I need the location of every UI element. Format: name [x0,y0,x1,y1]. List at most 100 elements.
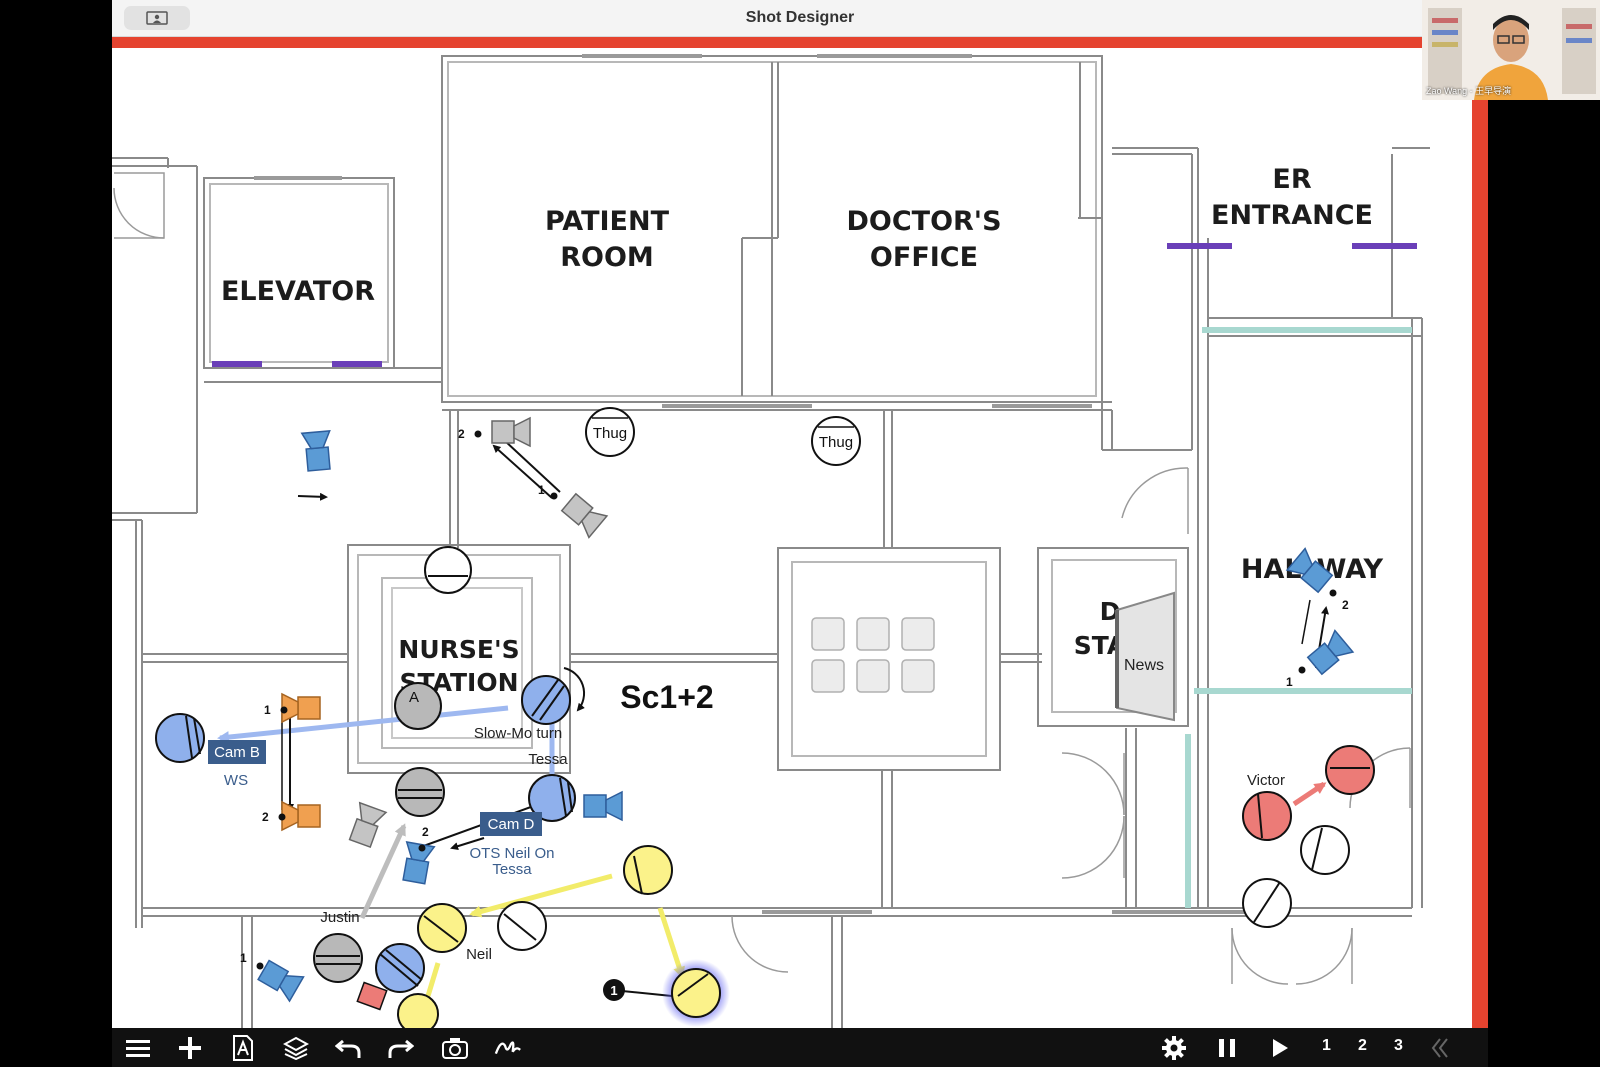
actor-white-hall-1[interactable] [1300,825,1350,875]
window-title: Shot Designer [745,9,855,26]
ots-label-2: Tessa [492,861,532,878]
actor-a-label: A [409,689,419,706]
canvas-border-right [1472,37,1488,1030]
nurses-station-label: NURSE'S [398,635,519,664]
actor-blue-bottom[interactable] [375,943,425,993]
news-prop[interactable]: News [1115,591,1175,722]
thug-label: Thug [819,434,853,451]
actor-tessa-2[interactable] [528,774,576,822]
camera-orange-2[interactable] [281,800,321,832]
redo-icon[interactable] [387,1034,415,1062]
actor-victor[interactable] [1242,791,1292,841]
walls [112,55,1430,1030]
title-bar: Shot Designer [112,0,1488,37]
elevator-label: ELEVATOR [221,276,375,307]
marker-number: 1 [610,983,617,998]
marker-label: 2 [1342,598,1349,612]
screen-share-icon [146,11,168,25]
add-icon[interactable] [176,1034,204,1062]
er-entrance-label-2: ENTRANCE [1211,200,1373,231]
collapse-icon[interactable] [1426,1034,1454,1062]
page-3-button[interactable]: 3 [1394,1037,1403,1054]
marker-label: 1 [538,483,545,497]
movement-arrows [217,439,1329,997]
floor-plan[interactable]: PATIENT ROOM DOCTOR'S OFFICE ER ENTRANCE… [112,48,1472,1030]
camera-hallway-2[interactable] [1306,629,1355,677]
draw-icon[interactable] [494,1034,522,1062]
er-entrance-label: ER [1272,164,1311,195]
slow-mo-label: Slow-Mo turn [474,725,562,742]
camera-gray-3[interactable] [347,801,388,848]
camera-blue-d1[interactable] [583,790,623,822]
canvas-border-top [112,37,1488,48]
menu-icon[interactable] [124,1034,152,1062]
doctors-office-label: DOCTOR'S [846,206,1001,237]
neil-label: Neil [466,946,492,963]
actor-yellow-bottom[interactable] [397,993,439,1030]
layers-icon[interactable] [282,1034,310,1062]
app-window: Shot Designer [112,0,1488,1067]
camera-orange-1[interactable] [281,692,321,724]
cam-b-shot: WS [224,772,248,789]
marker-label: 1 [1286,675,1293,689]
video-call-thumbnail[interactable]: Zao Wang - 王早导演 [1422,0,1600,100]
participant-name: Zao Wang - 王早导演 [1426,86,1512,96]
marker-label: 2 [422,825,429,839]
camera-gray-1[interactable] [491,416,531,448]
cam-d-tag[interactable]: Cam D OTS Neil On Tessa [469,812,555,878]
glass-walls [1185,327,1412,908]
bottom-toolbar: 1 2 3 [112,1028,1488,1067]
pause-icon[interactable] [1213,1034,1241,1062]
participant-video [1422,0,1600,100]
actor-gray-mid[interactable] [395,767,445,817]
justin-label: Justin [320,909,359,926]
text-icon[interactable] [229,1034,257,1062]
camera-gray-2[interactable] [560,492,609,539]
actor-white-hall-2[interactable] [1242,878,1292,928]
cam-b-tag[interactable]: Cam B WS [208,740,266,789]
cam-d-label: Cam D [488,816,535,833]
marker-label: 1 [264,703,271,717]
victor-label: Victor [1247,772,1285,789]
actor-yellow-1[interactable] [623,845,673,895]
actor-white-2[interactable] [497,901,547,951]
actor-white-nurse[interactable] [424,546,472,594]
camera-icon[interactable] [441,1034,469,1062]
page-2-button[interactable]: 2 [1358,1037,1367,1054]
thug-label: Thug [593,425,627,442]
actor-a[interactable]: A [394,682,442,730]
marker-label: 2 [458,427,465,441]
play-icon[interactable] [1266,1034,1294,1062]
actor-red-2[interactable] [1325,745,1375,795]
seats [811,617,935,693]
marker-label: 1 [240,951,247,965]
camera-blue-d2[interactable] [400,841,436,885]
annotation-labels: Slow-Mo turn Tessa Justin Neil Victor [320,725,1285,963]
camera-blue-top[interactable] [300,430,333,472]
camera-hallway-1[interactable] [1285,547,1334,595]
actor-thug-1[interactable]: Thug [585,407,635,457]
position-marker-1[interactable]: 1 [603,979,625,1001]
floor-plan-canvas[interactable]: PATIENT ROOM DOCTOR'S OFFICE ER ENTRANCE… [112,48,1472,1030]
actor-tessa[interactable] [521,675,571,725]
settings-icon[interactable] [1160,1034,1188,1062]
actor-thug-2[interactable]: Thug [811,416,861,466]
patient-room-label-2: ROOM [560,242,654,273]
doors [113,172,1411,985]
news-label: News [1124,657,1164,674]
actor-neil[interactable] [417,903,467,953]
camera-blue-bottom[interactable] [257,958,305,1003]
sidebar-toggle-button[interactable] [124,6,190,30]
scene-label[interactable]: Sc1+2 [620,679,713,715]
doctors-office-label-2: OFFICE [870,242,978,273]
actor-yellow-glow[interactable] [662,959,730,1027]
page-1-button[interactable]: 1 [1322,1037,1331,1054]
actor-justin[interactable] [313,933,363,983]
elevator-doors [212,243,1417,367]
actor-blue-left[interactable] [155,713,205,763]
wall-accents [254,54,1252,914]
patient-room-label: PATIENT [545,206,670,237]
undo-icon[interactable] [334,1034,362,1062]
actor-red-bottom[interactable] [356,981,388,1011]
tessa-label: Tessa [528,751,568,768]
